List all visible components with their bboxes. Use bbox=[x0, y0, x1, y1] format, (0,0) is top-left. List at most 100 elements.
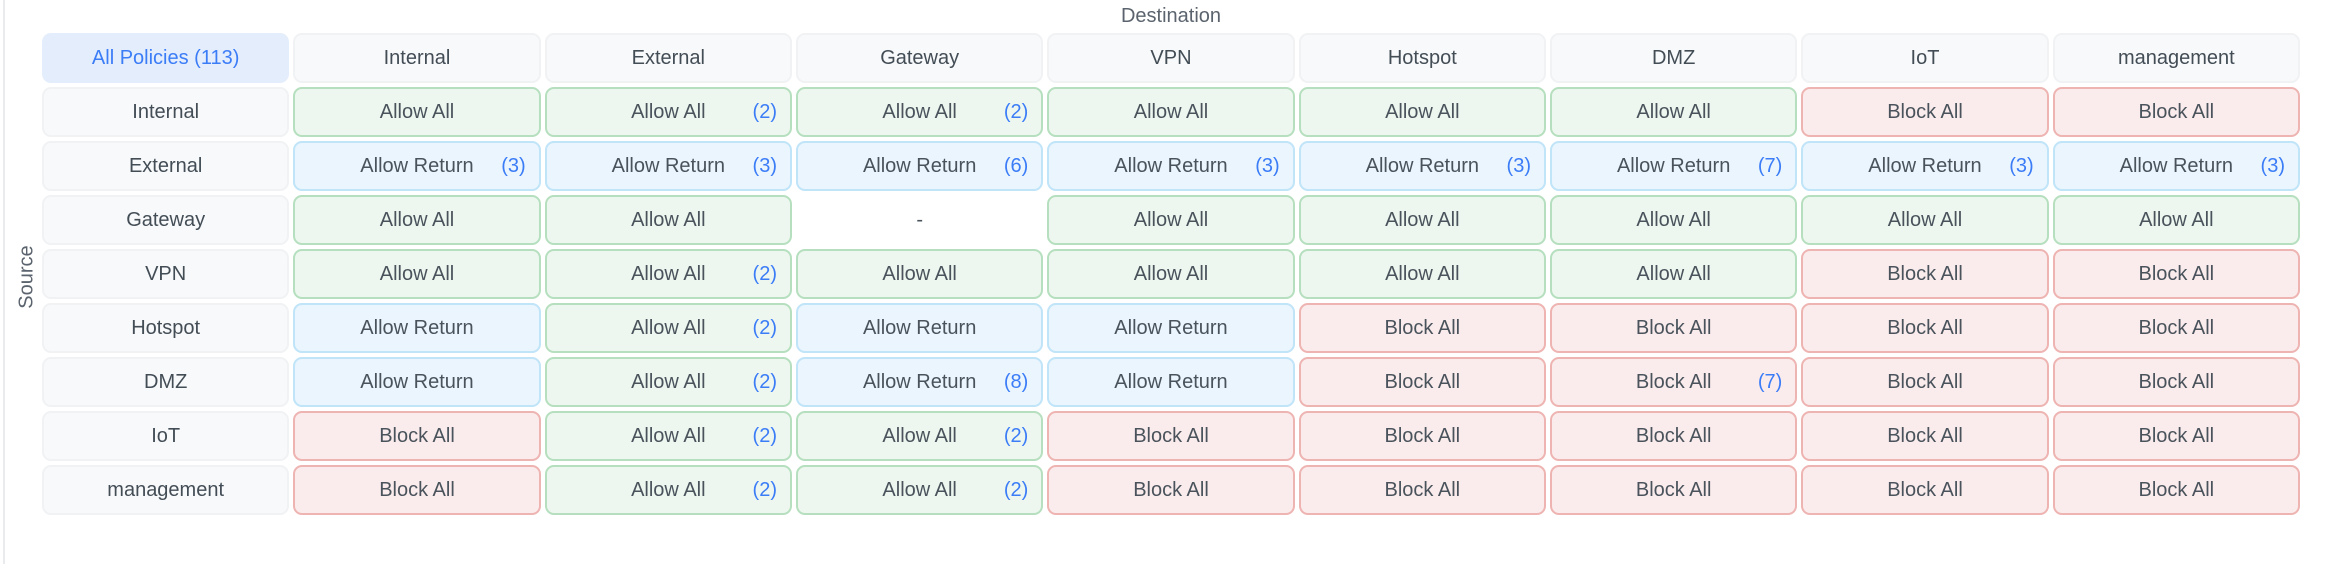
policy-cell-hotspot-iot[interactable]: Block All bbox=[1801, 303, 2049, 353]
policy-cell-external-hotspot[interactable]: Allow Return(3) bbox=[1298, 141, 1546, 191]
policy-cell-management-hotspot[interactable]: Block All bbox=[1298, 465, 1546, 515]
policy-cell-iot-gateway-label: Allow All bbox=[882, 424, 957, 447]
policy-cell-management-gateway[interactable]: Allow All(2) bbox=[795, 465, 1044, 515]
policy-cell-internal-dmz[interactable]: Allow All bbox=[1549, 87, 1798, 137]
policy-cell-management-external-label: Allow All bbox=[631, 478, 706, 501]
policy-cell-internal-gateway[interactable]: Allow All(2) bbox=[795, 87, 1044, 137]
destination-header-hotspot[interactable]: Hotspot bbox=[1298, 33, 1546, 83]
policy-cell-gateway-gateway[interactable]: - bbox=[795, 195, 1044, 245]
policy-cell-iot-dmz[interactable]: Block All bbox=[1549, 411, 1798, 461]
policy-cell-dmz-management[interactable]: Block All bbox=[2052, 357, 2300, 407]
destination-header-gateway[interactable]: Gateway bbox=[795, 33, 1044, 83]
policy-cell-gateway-hotspot[interactable]: Allow All bbox=[1298, 195, 1546, 245]
policy-cell-iot-internal-label: Block All bbox=[379, 424, 455, 447]
policy-cell-internal-hotspot[interactable]: Allow All bbox=[1298, 87, 1546, 137]
policy-count-badge: (2) bbox=[1003, 424, 1029, 447]
policy-cell-external-vpn[interactable]: Allow Return(3) bbox=[1047, 141, 1295, 191]
policy-cell-vpn-vpn[interactable]: Allow All bbox=[1047, 249, 1295, 299]
policy-cell-management-dmz[interactable]: Block All bbox=[1549, 465, 1798, 515]
policy-cell-hotspot-dmz[interactable]: Block All bbox=[1549, 303, 1798, 353]
policy-cell-internal-external[interactable]: Allow All(2) bbox=[544, 87, 792, 137]
policy-count-badge: (2) bbox=[1003, 478, 1029, 501]
policy-cell-external-internal[interactable]: Allow Return(3) bbox=[293, 141, 541, 191]
policy-cell-iot-hotspot[interactable]: Block All bbox=[1298, 411, 1546, 461]
destination-header-vpn[interactable]: VPN bbox=[1047, 33, 1295, 83]
policy-cell-hotspot-external[interactable]: Allow All(2) bbox=[544, 303, 792, 353]
policy-cell-gateway-vpn-label: Allow All bbox=[1133, 208, 1209, 231]
policy-cell-dmz-iot[interactable]: Block All bbox=[1801, 357, 2049, 407]
policy-cell-management-iot[interactable]: Block All bbox=[1801, 465, 2049, 515]
policy-cell-vpn-management[interactable]: Block All bbox=[2052, 249, 2300, 299]
policy-cell-external-dmz[interactable]: Allow Return(7) bbox=[1549, 141, 1798, 191]
policy-cell-dmz-dmz[interactable]: Block All(7) bbox=[1549, 357, 1798, 407]
policy-cell-dmz-dmz-label: Block All bbox=[1635, 370, 1712, 393]
policy-cell-management-vpn[interactable]: Block All bbox=[1047, 465, 1295, 515]
policy-cell-iot-vpn[interactable]: Block All bbox=[1047, 411, 1295, 461]
policy-cell-gateway-gateway-label: - bbox=[916, 208, 923, 231]
policy-cell-iot-external[interactable]: Allow All(2) bbox=[544, 411, 792, 461]
policy-cell-management-management[interactable]: Block All bbox=[2052, 465, 2300, 515]
source-header-internal-label: Internal bbox=[132, 100, 200, 123]
policy-cell-external-gateway[interactable]: Allow Return(6) bbox=[795, 141, 1044, 191]
destination-header-gateway-label: Gateway bbox=[880, 46, 960, 69]
policy-cell-gateway-management[interactable]: Allow All bbox=[2052, 195, 2300, 245]
destination-header-dmz[interactable]: DMZ bbox=[1549, 33, 1798, 83]
policy-cell-iot-dmz-label: Block All bbox=[1635, 424, 1712, 447]
policy-cell-internal-iot[interactable]: Block All bbox=[1801, 87, 2049, 137]
policy-cell-hotspot-internal[interactable]: Allow Return bbox=[293, 303, 541, 353]
policy-cell-management-external[interactable]: Allow All(2) bbox=[544, 465, 792, 515]
policy-cell-hotspot-management[interactable]: Block All bbox=[2052, 303, 2300, 353]
policy-cell-gateway-vpn[interactable]: Allow All bbox=[1047, 195, 1295, 245]
policy-count-badge: (3) bbox=[1255, 154, 1280, 177]
destination-header-iot[interactable]: IoT bbox=[1801, 33, 2049, 83]
all-policies-button[interactable]: All Policies (113) bbox=[42, 33, 290, 83]
source-header-external[interactable]: External bbox=[42, 141, 290, 191]
policy-cell-vpn-gateway[interactable]: Allow All bbox=[795, 249, 1044, 299]
policy-cell-hotspot-vpn[interactable]: Allow Return bbox=[1047, 303, 1295, 353]
policy-cell-management-internal[interactable]: Block All bbox=[293, 465, 541, 515]
destination-header-internal-label: Internal bbox=[383, 46, 451, 69]
source-header-external-label: External bbox=[128, 154, 203, 177]
policy-cell-internal-internal[interactable]: Allow All bbox=[293, 87, 541, 137]
policy-cell-internal-vpn[interactable]: Allow All bbox=[1047, 87, 1295, 137]
policy-cell-hotspot-hotspot-label: Block All bbox=[1384, 316, 1461, 339]
source-header-vpn[interactable]: VPN bbox=[42, 249, 290, 299]
policy-cell-gateway-iot[interactable]: Allow All bbox=[1801, 195, 2049, 245]
policy-cell-vpn-internal[interactable]: Allow All bbox=[293, 249, 541, 299]
policy-cell-dmz-gateway[interactable]: Allow Return(8) bbox=[795, 357, 1044, 407]
policy-cell-gateway-internal[interactable]: Allow All bbox=[293, 195, 541, 245]
policy-cell-gateway-dmz[interactable]: Allow All bbox=[1549, 195, 1798, 245]
policy-cell-vpn-external[interactable]: Allow All(2) bbox=[544, 249, 792, 299]
policy-cell-dmz-hotspot-label: Block All bbox=[1384, 370, 1461, 393]
destination-header-internal[interactable]: Internal bbox=[293, 33, 541, 83]
policy-cell-gateway-external[interactable]: Allow All bbox=[544, 195, 792, 245]
policy-cell-hotspot-hotspot[interactable]: Block All bbox=[1298, 303, 1546, 353]
policy-cell-dmz-internal[interactable]: Allow Return bbox=[293, 357, 541, 407]
source-header-dmz[interactable]: DMZ bbox=[42, 357, 290, 407]
source-header-management[interactable]: management bbox=[42, 465, 290, 515]
policy-cell-vpn-iot[interactable]: Block All bbox=[1801, 249, 2049, 299]
policy-cell-external-external[interactable]: Allow Return(3) bbox=[544, 141, 792, 191]
destination-header-management[interactable]: management bbox=[2052, 33, 2300, 83]
source-header-internal[interactable]: Internal bbox=[42, 87, 290, 137]
policy-cell-dmz-vpn[interactable]: Allow Return bbox=[1047, 357, 1295, 407]
policy-cell-vpn-dmz[interactable]: Allow All bbox=[1549, 249, 1798, 299]
destination-header-external[interactable]: External bbox=[544, 33, 792, 83]
policy-cell-external-iot[interactable]: Allow Return(3) bbox=[1801, 141, 2049, 191]
policy-cell-iot-internal[interactable]: Block All bbox=[293, 411, 541, 461]
policy-cell-iot-management[interactable]: Block All bbox=[2052, 411, 2300, 461]
source-header-gateway[interactable]: Gateway bbox=[42, 195, 290, 245]
source-header-hotspot[interactable]: Hotspot bbox=[42, 303, 290, 353]
policy-cell-iot-gateway[interactable]: Allow All (2) bbox=[795, 411, 1044, 461]
policy-cell-gateway-hotspot-label: Allow All bbox=[1385, 208, 1460, 231]
policy-cell-iot-iot[interactable]: Block All bbox=[1801, 411, 2049, 461]
policy-cell-internal-management[interactable]: Block All bbox=[2052, 87, 2300, 137]
policy-cell-dmz-hotspot[interactable]: Block All bbox=[1298, 357, 1546, 407]
policy-cell-dmz-external[interactable]: Allow All(2) bbox=[544, 357, 792, 407]
policy-cell-hotspot-gateway[interactable]: Allow Return bbox=[795, 303, 1044, 353]
policy-cell-vpn-hotspot[interactable]: Allow All bbox=[1298, 249, 1546, 299]
policy-count-badge: (2) bbox=[752, 100, 777, 123]
policy-cell-external-management[interactable]: Allow Return(3) bbox=[2052, 141, 2300, 191]
policy-cell-management-iot-label: Block All bbox=[1887, 478, 1963, 501]
source-header-iot[interactable]: IoT bbox=[42, 411, 290, 461]
